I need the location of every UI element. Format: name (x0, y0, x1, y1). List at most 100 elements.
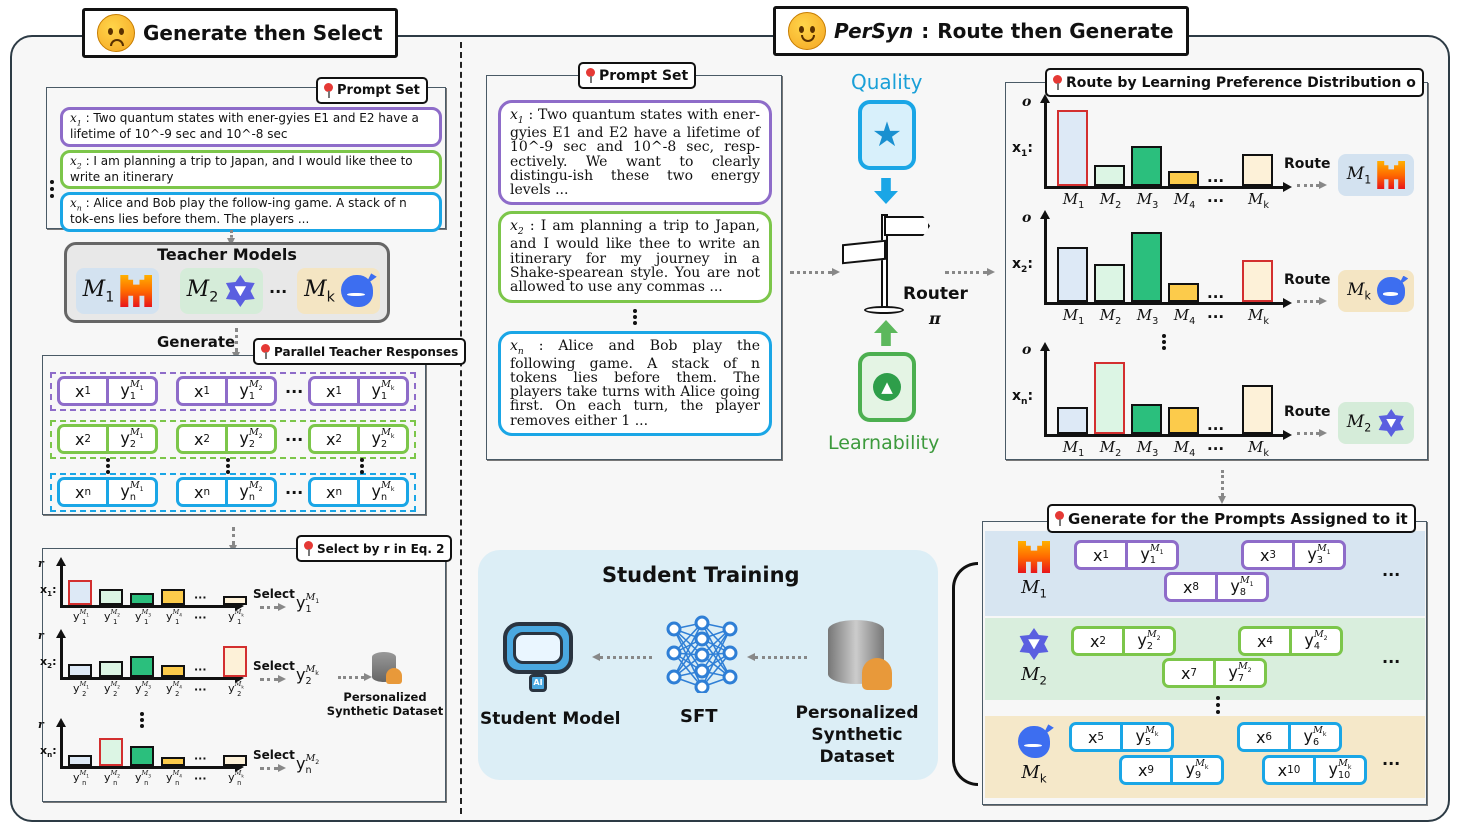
model-symbol: M (1237, 661, 1248, 673)
response-prompt-index: 6 (1313, 737, 1320, 749)
vertical-ellipsis (140, 712, 144, 728)
model-symbol: M (129, 379, 140, 391)
bar (130, 656, 154, 677)
model-label: M1 (1149, 543, 1164, 556)
bar (1094, 362, 1125, 434)
response-model: M2 (1314, 630, 1328, 642)
response-model: M2 (1147, 630, 1161, 642)
model-label: M2 (249, 480, 263, 493)
network-node (722, 645, 738, 661)
prompt-symbol: x (1087, 727, 1098, 747)
model-symbol: M (82, 276, 106, 302)
ellipsis: ··· (1382, 565, 1401, 584)
x-axis (1044, 298, 1292, 307)
prompt-variable: x1 (510, 107, 524, 126)
response-symbol: y (1140, 544, 1150, 564)
model-symbol: M (1149, 543, 1160, 555)
bar (1094, 164, 1125, 186)
pin-icon (324, 83, 333, 98)
prompt-index: 2 (47, 661, 53, 671)
model-symbol: M (1173, 438, 1190, 456)
routed-model-chip: M1 (1338, 154, 1414, 196)
response-group (50, 420, 416, 459)
y-axis-label: r (38, 718, 44, 731)
routed-model-chip: M2 (1338, 402, 1414, 444)
model-symbol: M (141, 769, 149, 777)
model-symbol: M (381, 480, 391, 492)
model-label: Mk (1313, 725, 1326, 738)
mistral-logo-icon (1018, 541, 1050, 573)
model-label: M3 (141, 769, 152, 780)
model-label: M4 (172, 608, 183, 618)
response-prompt-index: 2 (175, 689, 180, 698)
model-label: M2 (1100, 438, 1122, 459)
prompt-index: 2 (1021, 264, 1028, 275)
arrow-left (592, 653, 652, 661)
response-prompt-index: 2 (144, 689, 149, 698)
network-edge (701, 628, 731, 688)
bar (1242, 154, 1273, 186)
pin-icon (1055, 511, 1064, 526)
response-model: Mk (235, 681, 244, 691)
y-axis-label: r (38, 629, 44, 642)
model-symbol: M (1247, 306, 1264, 324)
response-model: M1 (305, 593, 319, 605)
prompt-symbol: x (325, 482, 336, 502)
dot (106, 470, 110, 474)
ellipsis: ··· (1207, 288, 1225, 306)
x-axis (60, 601, 244, 610)
arrow-right (260, 764, 286, 772)
prompt-card: xn : Alice and Bob play the following ga… (498, 330, 772, 436)
dataset-label-line: Personalized (795, 703, 919, 723)
bar (223, 755, 247, 766)
model-index: 2 (258, 385, 263, 393)
model-symbol: M (1099, 190, 1116, 208)
prompt-card: x1 : Two quantum states with ener-gyies … (498, 100, 772, 206)
model-label: M1 (1063, 190, 1085, 211)
teacher-model-label: M2 (187, 277, 219, 305)
left-prompt-list: x1 : Two quantum states with ener-gyies … (60, 107, 442, 232)
qwen-logo-icon (1019, 628, 1049, 660)
response-symbol: y (371, 481, 381, 501)
response-symbol: y (72, 682, 80, 696)
model-index: 3 (148, 774, 151, 780)
model-label: M1 (130, 480, 144, 493)
response-model: M1 (130, 380, 144, 392)
prompt-symbol: x (74, 381, 85, 401)
model-symbol: M (79, 608, 87, 616)
vertical-ellipsis (360, 458, 364, 474)
response-symbol: y (1328, 759, 1338, 779)
ellipsis: ··· (194, 591, 207, 604)
band-model: Mk (1014, 724, 1054, 786)
model-label: M1 (1063, 306, 1085, 327)
response-symbol: y (1303, 726, 1313, 746)
response-symbol: y (103, 682, 111, 696)
model-label: Mk (1347, 280, 1371, 302)
teacher-chip: Mk (297, 268, 380, 314)
model-symbol: M (141, 680, 149, 688)
model-symbol: M (141, 608, 149, 616)
model-symbol: M (172, 608, 180, 616)
prompt-text: : I am planning a trip to Japan, and I w… (70, 153, 413, 184)
bar-label: M3 (1129, 306, 1166, 327)
colon: : (52, 655, 57, 668)
prompt-index: 1 (47, 589, 53, 599)
vertical-ellipsis (226, 458, 230, 474)
model-label: Mk (235, 769, 244, 779)
response-prompt-index: 2 (237, 689, 242, 698)
model-index: 1 (86, 774, 89, 780)
bar (68, 755, 92, 766)
arrow-down (227, 230, 235, 246)
response-model: Mk (381, 481, 394, 493)
robot-icon: AI (497, 618, 579, 694)
response-prompt-index: 2 (305, 676, 312, 688)
